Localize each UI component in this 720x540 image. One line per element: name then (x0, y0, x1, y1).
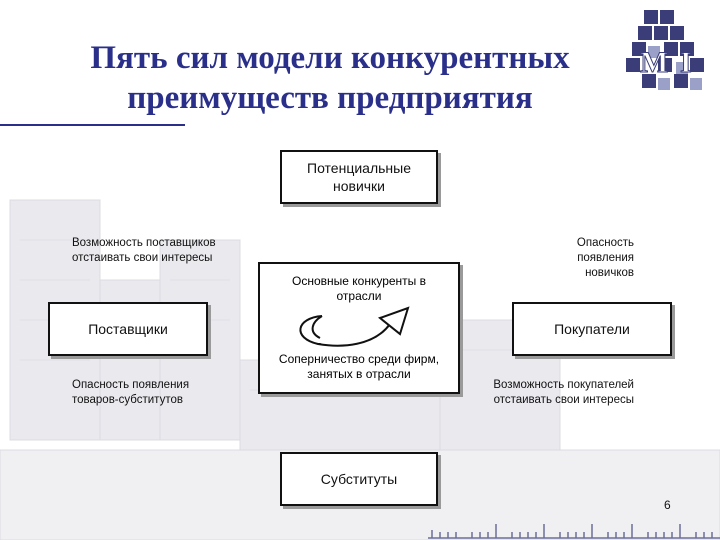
slide-title: Пять сил модели конкурентных преимуществ… (20, 38, 640, 118)
industry-competitors-label: Основные конкуренты в отрасли (291, 274, 426, 303)
title-underline (0, 124, 185, 126)
suppliers-label: Поставщики (88, 321, 168, 337)
industry-competitors-box: Основные конкуренты в отрасли Соперничес… (258, 262, 460, 394)
threat-of-substitutes-note: Опасность появления товаров-субститутов (72, 379, 190, 406)
potential-entrants-label: Потенциальные новички (307, 160, 411, 194)
threat-of-entrants-note: Опасность появления новичков (576, 237, 634, 279)
buyer-power-note: Возможность покупателей отстаивать свои … (493, 379, 634, 406)
supplier-power-note: Возможность поставщиков отстаивать свои … (72, 237, 216, 264)
decorative-ruler-bar (428, 524, 720, 539)
substitutes-label: Субституты (320, 471, 398, 487)
rivalry-label: Соперничество среди фирм, занятых в отра… (278, 352, 440, 381)
substitutes-box: Субституты (280, 452, 438, 506)
potential-entrants-box: Потенциальные новички (280, 150, 438, 204)
title-line-2: преимуществ предприятия (127, 80, 533, 116)
institute-logo: M I (626, 10, 704, 90)
page-number: 6 (664, 498, 671, 512)
buyers-box: Покупатели (512, 302, 672, 356)
title-line-1: Пять сил модели конкурентных (90, 40, 570, 76)
svg-text:I: I (680, 46, 692, 79)
suppliers-box: Поставщики (48, 302, 208, 356)
svg-text:M: M (640, 46, 668, 79)
rivalry-cycle-arrows-icon (299, 306, 410, 347)
buyers-label: Покупатели (554, 321, 630, 337)
